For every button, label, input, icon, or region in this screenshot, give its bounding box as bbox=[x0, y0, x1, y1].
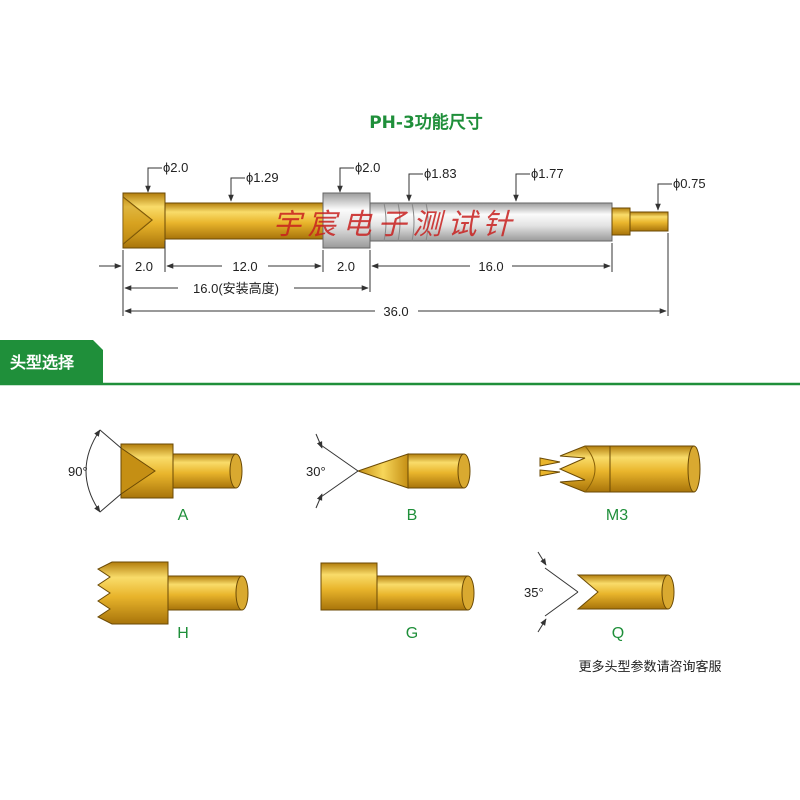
dim-seg2: 12.0 bbox=[232, 259, 257, 274]
probe-main: 宇宸电子测试针 bbox=[122, 192, 669, 249]
barrel-body bbox=[164, 202, 324, 240]
plunger-tip bbox=[629, 211, 669, 232]
dia-head: ϕ2.0 bbox=[163, 160, 188, 175]
tip-q-label: Q bbox=[612, 625, 624, 642]
dim-install-height: 16.0(安装高度) bbox=[193, 281, 279, 296]
collar bbox=[322, 192, 371, 249]
dia-collar: ϕ2.0 bbox=[355, 160, 380, 175]
dim-seg1: 2.0 bbox=[135, 259, 153, 274]
dim-total: 36.0 bbox=[383, 304, 408, 319]
dia-tip: ϕ0.75 bbox=[673, 176, 706, 191]
footer-note: 更多头型参数请咨询客服 bbox=[578, 659, 721, 675]
tip-b-angle: 30° bbox=[306, 464, 326, 479]
diagram-title: PH-3功能尺寸 bbox=[369, 112, 483, 133]
tip-q: 35° Q bbox=[524, 551, 675, 642]
tip-a-angle: 90° bbox=[68, 464, 88, 479]
tip-m3: M3 bbox=[539, 445, 701, 524]
tip-h-label: H bbox=[177, 625, 189, 642]
length-dimensions: 2.0 12.0 2.0 16.0 16.0(安装高度) 36.0 bbox=[99, 233, 669, 319]
diameter-callouts: ϕ2.0 ϕ1.29 ϕ2.0 ϕ1.83 ϕ1.77 ϕ0.75 bbox=[145, 160, 706, 211]
dim-seg3: 2.0 bbox=[337, 259, 355, 274]
dim-seg4: 16.0 bbox=[478, 259, 503, 274]
dia-tube: ϕ1.77 bbox=[531, 166, 564, 181]
tip-b: 30° B bbox=[306, 433, 471, 524]
dia-barrel: ϕ1.29 bbox=[246, 170, 279, 185]
section-heading: 头型选择 bbox=[10, 353, 75, 372]
tip-h: H bbox=[97, 561, 249, 642]
crimp-rings bbox=[383, 202, 429, 242]
tip-g: G bbox=[320, 562, 475, 642]
watermark-text: 宇宸电子测试针 bbox=[272, 207, 517, 241]
section-banner: 头型选择 bbox=[0, 340, 800, 386]
dia-crimp: ϕ1.83 bbox=[424, 166, 457, 181]
step bbox=[611, 207, 631, 236]
tip-q-angle: 35° bbox=[524, 585, 544, 600]
tip-b-label: B bbox=[407, 507, 418, 524]
tip-a: 90° A bbox=[68, 429, 243, 524]
tip-m3-label: M3 bbox=[606, 507, 628, 524]
tip-g-label: G bbox=[406, 625, 418, 642]
tip-a-label: A bbox=[178, 507, 189, 524]
